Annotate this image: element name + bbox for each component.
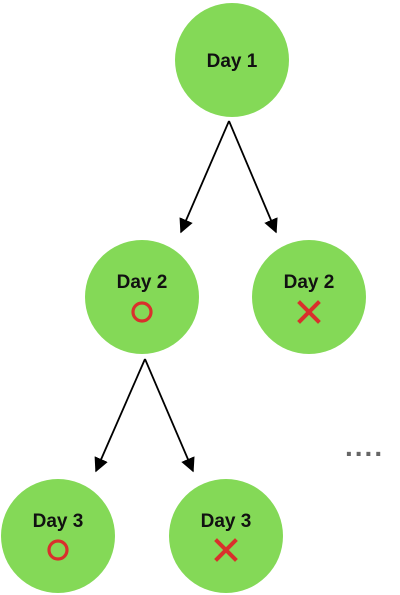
node-day3-yes-circle	[1, 479, 115, 593]
node-day3-yes: Day 3	[1, 479, 115, 593]
node-day1: Day 1	[175, 3, 289, 117]
node-day2-no-label: Day 2	[284, 272, 335, 293]
node-day3-yes-label: Day 3	[33, 511, 84, 532]
node-day2-yes-label: Day 2	[117, 272, 168, 293]
node-day3-no-label: Day 3	[201, 511, 252, 532]
continuation-ellipsis: ....	[345, 431, 384, 462]
edge-day1-to-day2-yes	[179, 120, 230, 234]
node-day2-no-circle	[252, 240, 366, 354]
node-day2-yes-circle	[85, 240, 199, 354]
circle-mark-icon	[131, 301, 153, 323]
node-day3-no: Day 3	[169, 479, 283, 593]
edges	[94, 120, 278, 473]
node-day3-no-circle	[169, 479, 283, 593]
node-day2-yes: Day 2	[85, 240, 199, 354]
node-day1-label: Day 1	[207, 51, 258, 72]
edge-day1-to-day2-no	[228, 120, 278, 234]
node-day2-no: Day 2	[252, 240, 366, 354]
cross-mark-icon	[214, 538, 238, 562]
cross-mark-icon	[297, 300, 321, 324]
edge-day2-yes-to-day3-yes	[94, 358, 146, 473]
circle-mark-icon	[47, 539, 69, 561]
node-day1-circle	[175, 3, 289, 117]
edge-day2-yes-to-day3-no	[144, 358, 195, 473]
